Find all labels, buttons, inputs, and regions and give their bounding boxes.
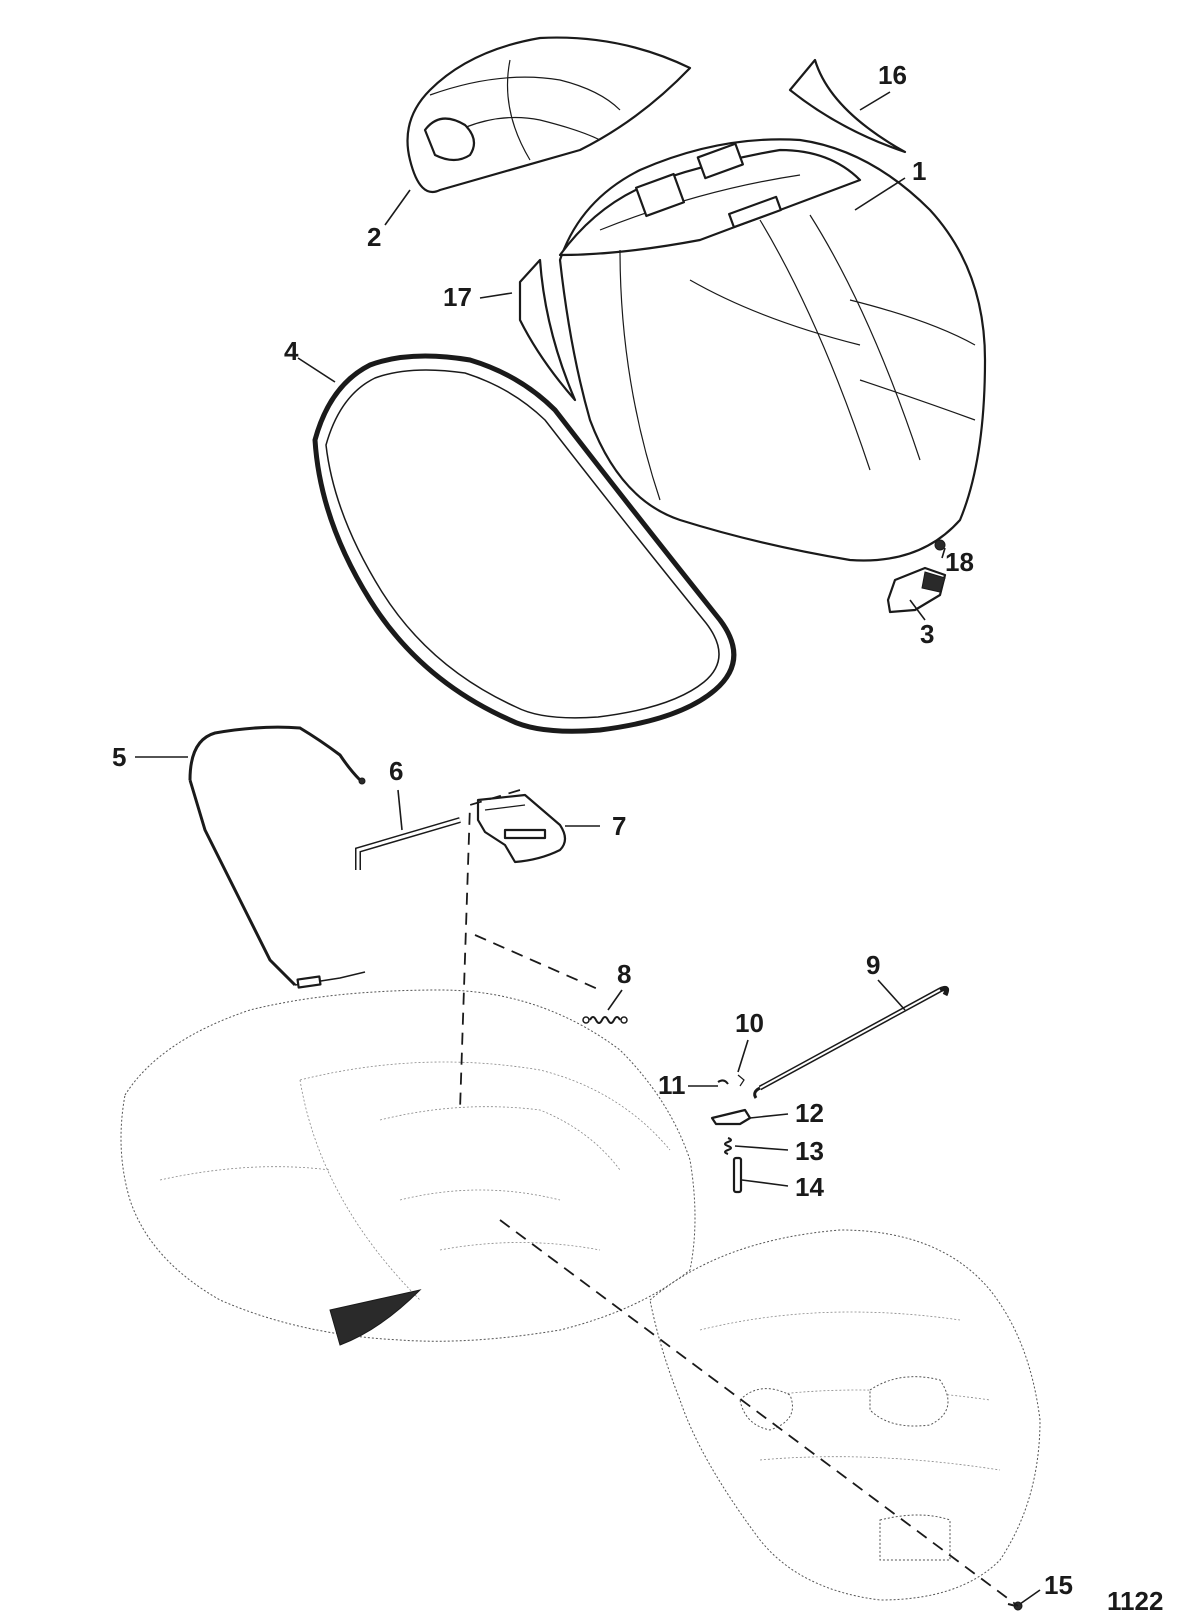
callout-12: 12 <box>795 1098 824 1128</box>
figure-number: 1122 <box>1107 1586 1163 1616</box>
leader-lines <box>135 91 1041 1605</box>
assembly-lines <box>459 789 1019 1607</box>
part-2-rear-cover <box>406 36 692 193</box>
part-13-spring <box>724 1137 732 1155</box>
callout-17: 17 <box>443 282 472 312</box>
callout-10: 10 <box>735 1008 764 1038</box>
callout-15: 15 <box>1044 1570 1073 1600</box>
callout-18: 18 <box>945 547 974 577</box>
part-4-seal <box>312 353 737 734</box>
part-1-top-cowl <box>558 138 987 562</box>
part-3-latch-bracket <box>886 566 947 614</box>
part-11-pin <box>717 1079 729 1085</box>
part-10-clip <box>737 1074 745 1087</box>
callout-16: 16 <box>878 60 907 90</box>
rear-cover-ghost <box>649 1229 1041 1601</box>
callout-8: 8 <box>617 959 631 989</box>
callout-3: 3 <box>920 619 934 649</box>
callout-7: 7 <box>612 811 626 841</box>
part-7-latch-handle <box>476 793 567 864</box>
part-12-lever <box>710 1108 752 1126</box>
callout-2: 2 <box>367 222 381 252</box>
callout-4: 4 <box>284 336 299 366</box>
callout-5: 5 <box>112 742 126 772</box>
part-18-fastener <box>934 539 946 551</box>
lower-cowl-ghost <box>120 989 696 1346</box>
part-14-pin <box>732 1156 743 1194</box>
part-16-decal <box>788 58 907 154</box>
callouts: 1 2 3 4 5 6 7 8 9 10 11 12 13 14 15 16 1… <box>112 60 1163 1616</box>
part-5-cable <box>188 725 366 989</box>
callout-14: 14 <box>795 1172 824 1202</box>
callout-6: 6 <box>389 756 403 786</box>
callout-9: 9 <box>866 950 880 980</box>
callout-1: 1 <box>912 156 926 186</box>
part-9-rod <box>753 985 950 1099</box>
part-8-spring <box>582 1016 628 1024</box>
callout-13: 13 <box>795 1136 824 1166</box>
callout-11: 11 <box>658 1070 686 1100</box>
part-6-rod <box>355 817 461 870</box>
part-17-side-decal <box>518 258 577 402</box>
